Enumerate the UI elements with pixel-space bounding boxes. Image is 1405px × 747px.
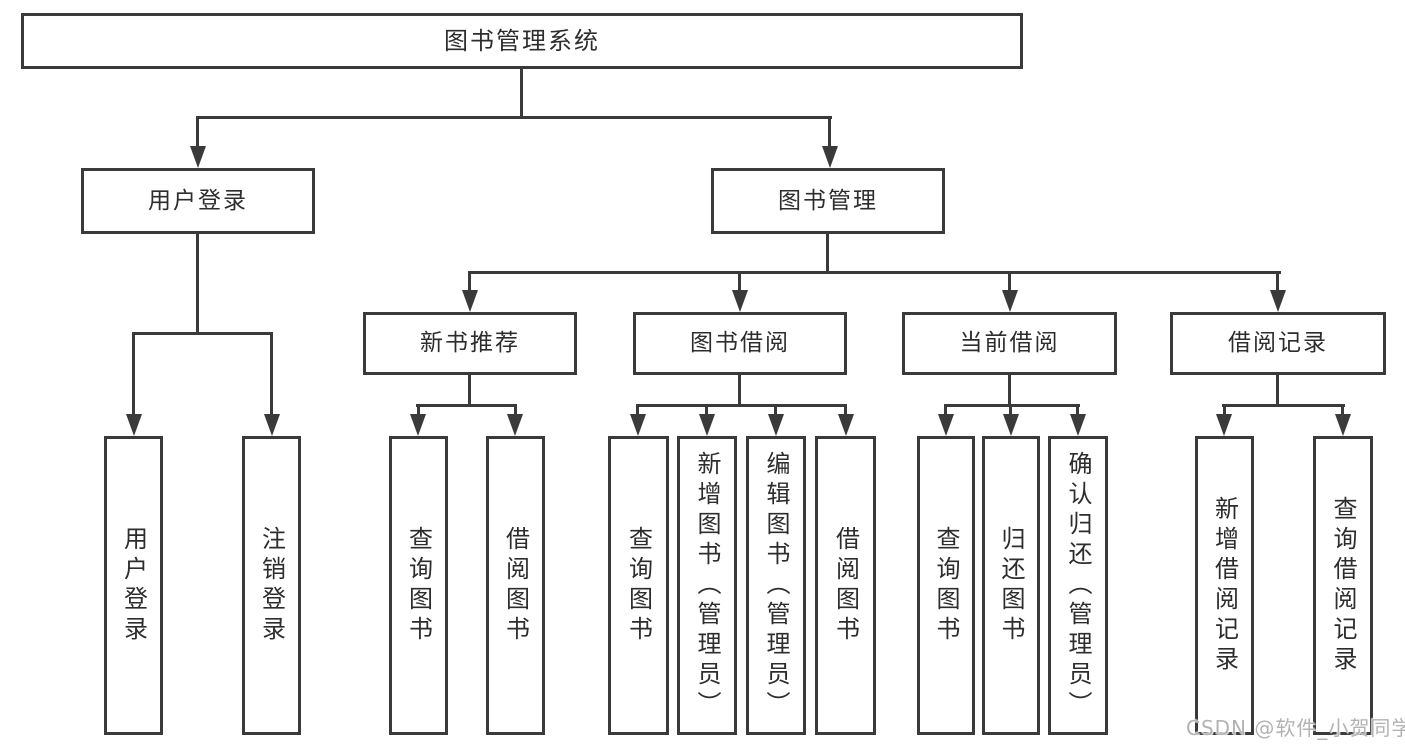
arrowhead-down-icon (1270, 290, 1286, 312)
connector-line (1222, 404, 1345, 407)
leaf-query-books-borrow: 查询图书 (608, 436, 669, 735)
connector-line (1008, 375, 1011, 406)
connector-line (774, 404, 777, 416)
connector-line (132, 332, 135, 416)
connector-line (828, 116, 831, 148)
connector-line (416, 404, 517, 407)
arrowhead-down-icon (630, 414, 646, 436)
connector-line (1223, 404, 1226, 416)
connector-line (944, 404, 947, 416)
leaf-add-books-admin: 新增图书（管理员） (677, 436, 737, 735)
arrowhead-down-icon (1070, 414, 1086, 436)
connector-line (196, 116, 832, 119)
connector-line (844, 404, 847, 416)
node-user-login: 用户登录 (81, 168, 315, 234)
arrowhead-down-icon (462, 290, 478, 312)
connector-line (1276, 271, 1279, 292)
connector-line (1008, 271, 1011, 292)
connector-line (468, 271, 1281, 274)
connector-line (636, 404, 847, 407)
connector-line (1009, 404, 1012, 416)
leaf-logout-login: 注销登录 (242, 436, 301, 735)
node-library-management-system: 图书管理系统 (21, 13, 1023, 69)
connector-line (132, 332, 273, 335)
watermark-text: CSDN @软件_小贺同学 (1186, 716, 1405, 740)
connector-line (738, 375, 741, 406)
arrowhead-down-icon (264, 414, 280, 436)
arrowhead-down-icon (126, 414, 142, 436)
arrowhead-down-icon (1216, 414, 1232, 436)
connector-line (1076, 404, 1079, 416)
leaf-query-books-recommend: 查询图书 (389, 436, 448, 735)
leaf-confirm-return-admin: 确认归还（管理员） (1048, 436, 1108, 735)
arrowhead-down-icon (699, 414, 715, 436)
node-new-book-recommendation: 新书推荐 (363, 312, 577, 375)
arrowhead-down-icon (938, 414, 954, 436)
connector-line (270, 332, 273, 416)
node-book-borrowing: 图书借阅 (633, 312, 847, 375)
leaf-query-books-current: 查询图书 (917, 436, 975, 735)
connector-line (944, 404, 1080, 407)
leaf-borrow-books-borrow: 借阅图书 (815, 436, 876, 735)
leaf-borrow-books-recommend: 借阅图书 (486, 436, 545, 735)
connector-line (196, 116, 199, 148)
connector-line (1341, 404, 1344, 416)
leaf-query-borrow-record: 查询借阅记录 (1313, 436, 1373, 735)
arrowhead-down-icon (1002, 290, 1018, 312)
connector-line (196, 233, 199, 334)
node-borrowing-records: 借阅记录 (1170, 312, 1386, 375)
connector-line (705, 404, 708, 416)
connector-line (417, 404, 420, 416)
arrowhead-down-icon (1335, 414, 1351, 436)
arrowhead-down-icon (1003, 414, 1019, 436)
leaf-edit-books-admin: 编辑图书（管理员） (746, 436, 806, 735)
arrowhead-down-icon (768, 414, 784, 436)
arrowhead-down-icon (410, 414, 426, 436)
connector-line (636, 404, 639, 416)
arrowhead-down-icon (507, 414, 523, 436)
connector-line (468, 375, 471, 406)
node-book-management: 图书管理 (711, 168, 945, 234)
connector-line (514, 404, 517, 416)
leaf-user-login: 用户登录 (104, 436, 163, 735)
connector-line (520, 69, 523, 118)
connector-line (826, 233, 829, 273)
arrowhead-down-icon (822, 146, 838, 168)
node-current-borrowing: 当前借阅 (902, 312, 1117, 375)
arrowhead-down-icon (732, 290, 748, 312)
connector-line (738, 271, 741, 292)
connector-line (1276, 375, 1279, 406)
leaf-add-borrow-record: 新增借阅记录 (1195, 436, 1254, 735)
arrowhead-down-icon (838, 414, 854, 436)
leaf-return-books: 归还图书 (982, 436, 1040, 735)
arrowhead-down-icon (190, 146, 206, 168)
connector-line (468, 271, 471, 292)
